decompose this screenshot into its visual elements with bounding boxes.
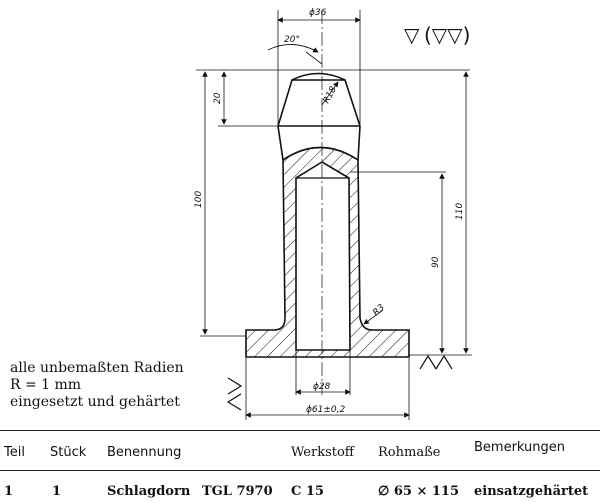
cell-stueck: 1	[52, 484, 62, 499]
surface-finish-symbol-side	[226, 377, 243, 411]
header-rohmasse: Rohmaße	[378, 445, 441, 460]
header-werkstoff: Werkstoff	[291, 445, 355, 460]
note-line-3: eingesetzt und gehärtet	[10, 394, 180, 410]
header-benennung: Benennung	[107, 445, 182, 460]
cell-bemerkungen: einsatzgehärtet	[474, 484, 589, 499]
cell-teil: 1	[4, 484, 14, 499]
cell-rohmasse: ∅ 65 × 115	[378, 484, 460, 499]
dim-flange-diameter: ϕ61±0,2	[306, 405, 346, 415]
header-stueck: Stück	[50, 445, 87, 460]
surface-finish-symbol-flange	[419, 354, 453, 370]
table-header-rule	[0, 470, 600, 471]
note-line-1: alle unbemaßten Radien	[10, 360, 184, 376]
dim-overall-right: 110	[455, 203, 465, 220]
dim-top-radius: R18	[322, 85, 339, 106]
dim-chamfer-angle: 20°	[284, 35, 300, 45]
table-top-rule	[0, 430, 600, 431]
surface-finish-general: ▽	[404, 23, 420, 47]
technical-drawing: ϕ36 20° R18 20 100 110 90 R3 ϕ28 ϕ61±0,2…	[194, 8, 472, 420]
dim-chamfer-height: 20	[213, 92, 223, 104]
cell-werkstoff: C 15	[291, 484, 324, 499]
cell-benennung: Schlagdorn	[107, 484, 191, 499]
header-teil: Teil	[4, 445, 25, 460]
dimension-lines	[202, 17, 469, 418]
surface-finish-bracket: (▽▽)	[424, 23, 470, 47]
extension-lines	[196, 10, 472, 420]
dim-bore-diameter: ϕ28	[313, 382, 331, 392]
cell-norm: TGL 7970	[202, 484, 273, 499]
mandrel-head	[277, 72, 361, 161]
header-bemerkungen: Bemerkungen	[474, 440, 566, 455]
note-line-2: R = 1 mm	[10, 377, 82, 393]
mandrel-section	[245, 146, 410, 358]
dim-overall-left: 100	[194, 191, 204, 208]
dim-fillet-radius: R3	[371, 303, 387, 319]
dim-bore-depth: 90	[431, 256, 441, 268]
dim-top-diameter: ϕ36	[309, 8, 327, 18]
